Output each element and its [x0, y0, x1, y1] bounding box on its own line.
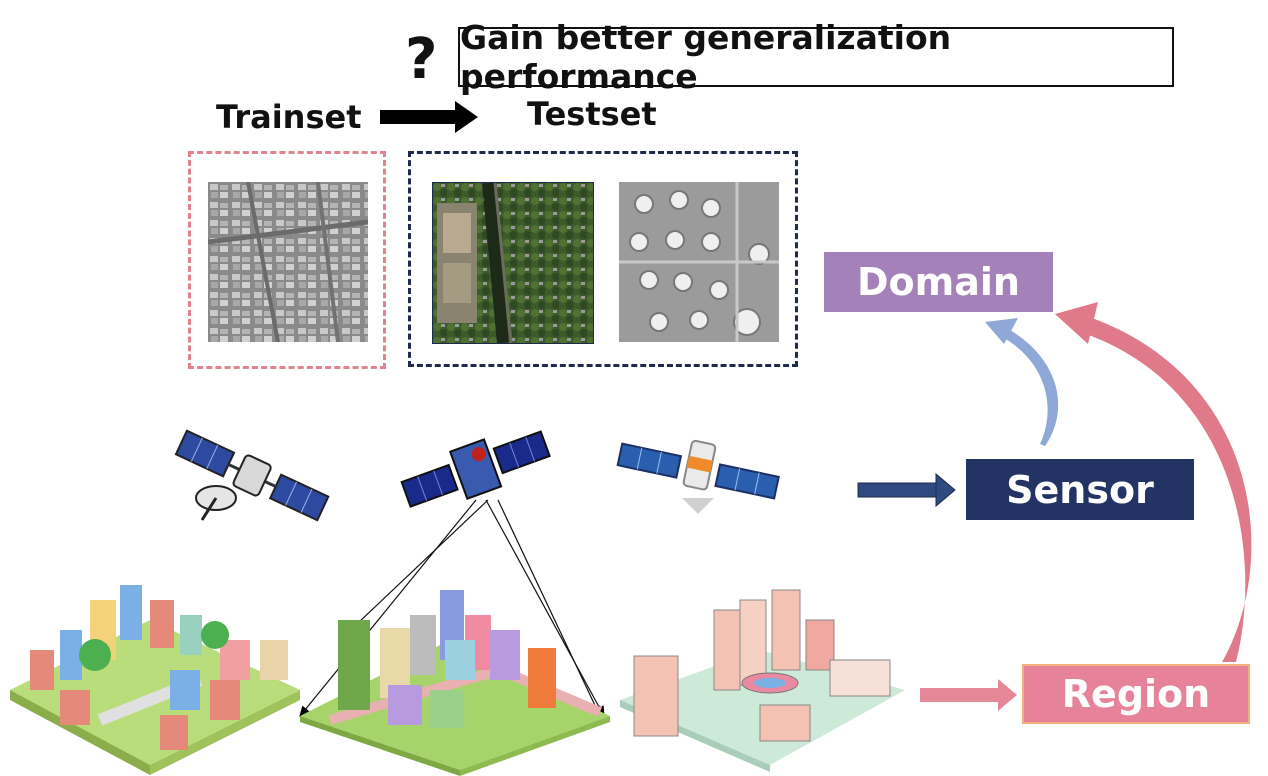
testset-image-gray — [619, 182, 779, 342]
goal-text: Gain better generalization performance — [460, 18, 952, 96]
sensor-footprint-lines — [299, 499, 605, 718]
region-to-domain-arrow — [1055, 302, 1252, 662]
question-mark: ? — [405, 27, 438, 92]
domain-label: Domain — [824, 252, 1053, 312]
cities-to-region-arrow — [920, 679, 1017, 711]
satellites-to-sensor-arrow — [857, 472, 956, 508]
trainset-to-testset-arrow — [380, 101, 478, 133]
sensor-label: Sensor — [966, 459, 1194, 520]
satellite-icon — [400, 430, 551, 508]
sensor-to-domain-arrow — [985, 318, 1059, 446]
trainset-box — [188, 151, 386, 369]
testset-label: Testset — [527, 95, 657, 133]
region-label: Region — [1022, 664, 1250, 724]
testset-image-rgb — [432, 182, 594, 344]
city-icon — [10, 585, 300, 775]
satellite-icon — [174, 429, 330, 522]
trainset-image — [208, 182, 368, 342]
satellite-icon — [616, 439, 780, 514]
city-icon — [300, 590, 610, 776]
goal-box: Gain better generalization performance — [458, 18, 1174, 96]
city-icon — [620, 589, 905, 772]
trainset-label: Trainset — [216, 98, 362, 136]
testset-box — [408, 151, 798, 367]
